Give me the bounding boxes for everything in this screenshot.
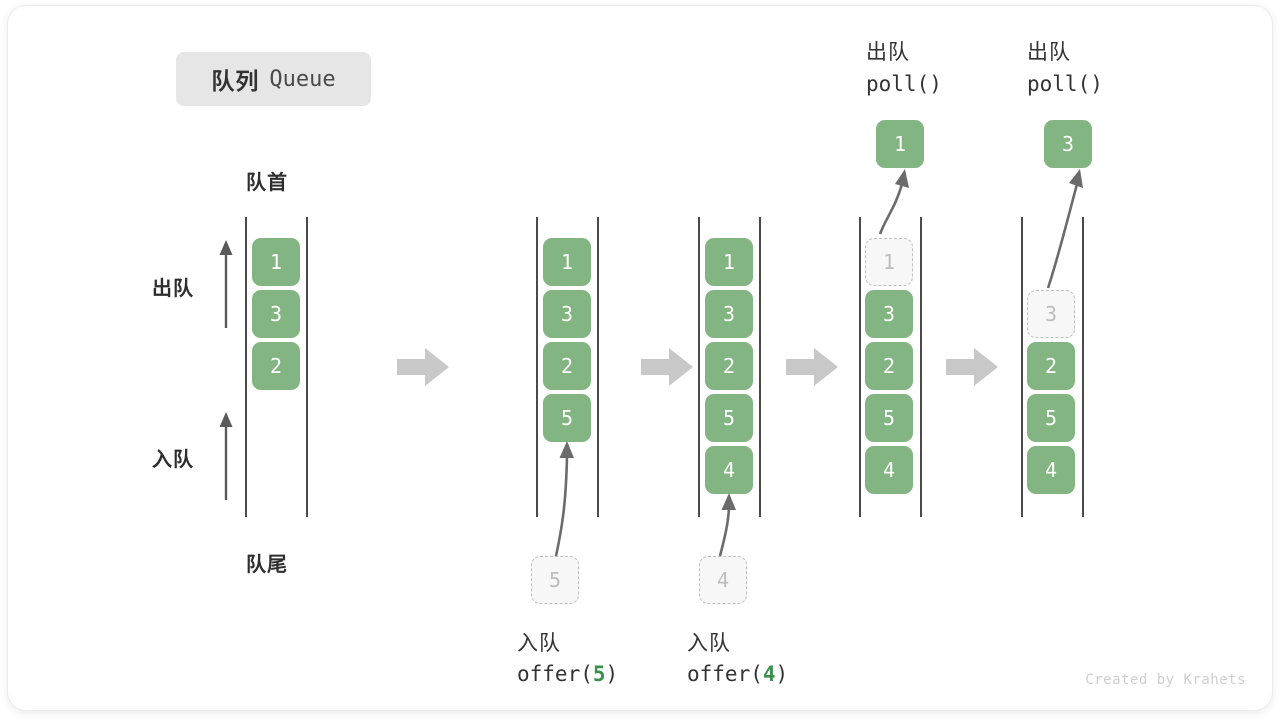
rail-right [306,217,308,517]
op-code-prefix: offer( [517,662,593,686]
rail-left [859,217,861,517]
operation-label-code: offer(5) [517,662,618,686]
queue-cell: 1 [705,238,753,286]
dequeue-label: 出队 [152,278,194,300]
step-arrow-icon [641,348,693,386]
rail-right [920,217,922,517]
queue-cell: 1 [543,238,591,286]
op-code-prefix: offer( [687,662,763,686]
operation-label-cn: 出队 [1027,41,1071,64]
queue-cell: 3 [543,290,591,338]
tail-label: 队尾 [246,554,288,576]
queue-cell: 2 [1027,342,1075,390]
ghost-cell: 1 [865,238,913,286]
queue-cell: 3 [865,290,913,338]
operation-label-code: poll() [866,72,942,96]
queue-cell-new: 5 [543,394,591,442]
op-code-suffix: ) [775,662,789,686]
ghost-cell: 4 [699,556,747,604]
op-code-arg: 4 [762,662,776,686]
rail-left [1021,217,1023,517]
operation-label-code: offer(4) [687,662,788,686]
ghost-cell: 3 [1027,290,1075,338]
queue-cell: 4 [1027,446,1075,494]
queue-cell: 3 [252,290,300,338]
op-code-suffix: ) [605,662,619,686]
queue-cell: 2 [252,342,300,390]
dequeue-direction-arrow [219,240,233,328]
rail-right [759,217,761,517]
queue-cell: 5 [1027,394,1075,442]
op-code-arg: 5 [592,662,606,686]
queue-cell: 2 [865,342,913,390]
credit-text: Created by Krahets [1085,672,1246,688]
queue-cell: 2 [543,342,591,390]
rail-right [1082,217,1084,517]
operation-label-cn: 出队 [866,41,910,64]
enqueue-motion-arrow [554,441,574,557]
queue-cell: 3 [705,290,753,338]
step-arrow-icon [946,348,998,386]
rail-left [698,217,700,517]
dequeue-motion-arrow [878,169,909,235]
queue-cell-new: 4 [705,446,753,494]
operation-label-cn: 入队 [517,632,561,655]
enqueue-motion-arrow [718,493,736,557]
operation-label-cn: 入队 [687,632,731,655]
operation-label-code: poll() [1027,72,1103,96]
dequeue-motion-arrow [1046,169,1083,289]
enqueue-direction-arrow [219,412,233,500]
queue-cell: 4 [865,446,913,494]
head-label: 队首 [246,172,288,194]
rail-right [597,217,599,517]
enqueue-label: 入队 [152,449,194,471]
rail-left [245,217,247,517]
step-arrow-icon [786,348,838,386]
queue-cell: 5 [705,394,753,442]
title-chinese: 队列 [211,68,260,94]
diagram-title-badge: 队列 Queue [176,52,371,106]
queue-cell: 5 [865,394,913,442]
rail-left [536,217,538,517]
polled-value-cell: 3 [1044,120,1092,168]
queue-cell: 1 [252,238,300,286]
ghost-cell: 5 [531,556,579,604]
title-english: Queue [269,66,336,92]
diagram-card: 队列 Queue 队首 队尾 出队 入队 1 3 2 [8,6,1272,710]
queue-cell: 2 [705,342,753,390]
polled-value-cell: 1 [876,120,924,168]
step-arrow-icon [397,348,449,386]
